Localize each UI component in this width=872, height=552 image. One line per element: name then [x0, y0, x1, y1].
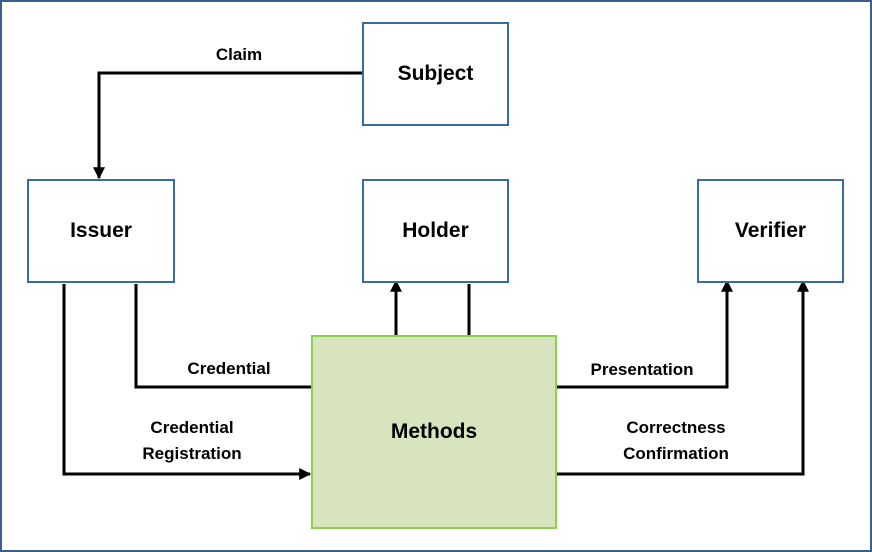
node-verifier: Verifier [697, 179, 844, 283]
node-issuer: Issuer [27, 179, 175, 283]
node-subject-label: Subject [397, 62, 474, 85]
node-methods: Methods [311, 335, 557, 529]
edge-label-correctness-confirmation: Correctness Confirmation [623, 418, 729, 463]
edge-credential [134, 279, 402, 389]
edge-claim [93, 71, 362, 180]
node-verifier-label: Verifier [734, 219, 807, 242]
node-holder: Holder [362, 179, 509, 283]
node-methods-label: Methods [390, 420, 478, 443]
edge-label-credential-registration: Credential Registration [142, 418, 242, 463]
edge-label-presentation: Presentation [590, 360, 694, 379]
edge-correctness-confirmation [557, 279, 809, 476]
edge-credential-registration [62, 284, 312, 480]
node-holder-label: Holder [402, 219, 469, 242]
edge-label-credential: Credential [187, 359, 271, 378]
node-issuer-label: Issuer [70, 219, 132, 242]
node-subject: Subject [362, 22, 509, 126]
edge-label-claim: Claim [215, 45, 263, 64]
